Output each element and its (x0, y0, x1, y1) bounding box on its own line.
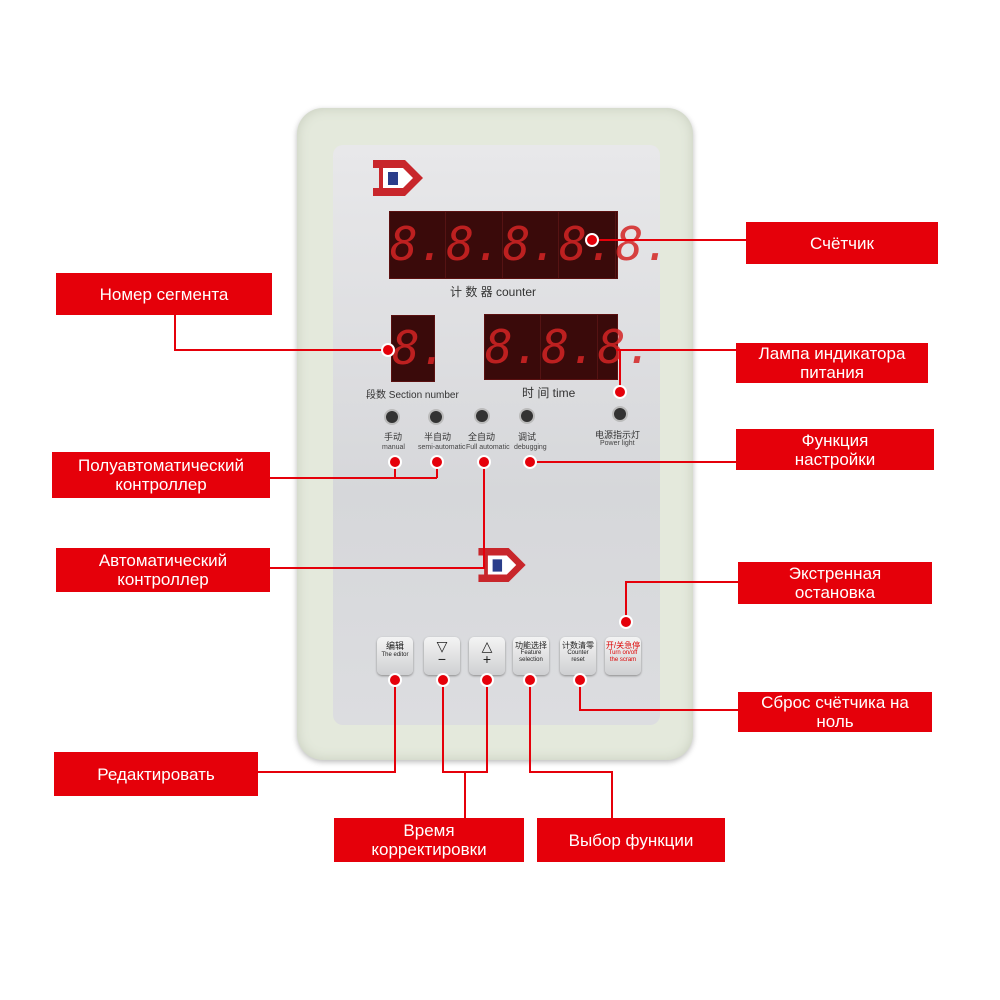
brand-logo-icon (478, 548, 526, 582)
led-sublabel: debugging (514, 444, 547, 451)
counter-display: 8. 8. 8. 8. 8. (389, 211, 671, 279)
button-label: 计数清零 (562, 641, 594, 650)
button-label: 开/关急停 (605, 641, 641, 650)
down-minus-button[interactable]: ▽− (424, 637, 460, 675)
digit: 8. (485, 315, 542, 379)
button-sublabel: − (437, 651, 447, 667)
button-sublabel: The editor (381, 652, 409, 658)
button-sublabel: Turn on/off the scram (608, 650, 638, 663)
button-sublabel: + (482, 651, 492, 667)
button-sublabel: Feature selection (519, 650, 543, 663)
digit: 8. (597, 320, 654, 374)
led-sublabel: Full automatic (466, 444, 510, 451)
led-full-auto (476, 410, 488, 422)
button-label: 功能选择 (515, 641, 547, 650)
digit: 8. (503, 212, 560, 278)
digit: 8. (390, 212, 447, 278)
time-display: 8. 8. 8. (484, 314, 653, 380)
counter-label: 计 数 器 counter (450, 285, 537, 299)
led-label: 电源指示灯 (595, 430, 641, 440)
button-sublabel: Counter reset (567, 650, 589, 663)
digit: 8. (615, 217, 671, 271)
led-sublabel: manual (382, 444, 405, 451)
callout-segment-number: Номер сегмента (56, 273, 272, 315)
led-label: 手动 (384, 432, 403, 442)
callout-edit: Редактировать (54, 752, 258, 796)
button-label: ▽ (436, 638, 448, 654)
led-semi-auto (430, 411, 442, 423)
digit: 8. (392, 321, 448, 375)
up-plus-button[interactable]: △+ (469, 637, 505, 675)
callout-counter: Счётчик (746, 222, 938, 264)
led-label: 半自动 (424, 432, 452, 442)
callout-counter-reset: Сброс счётчика на ноль (738, 692, 932, 732)
callout-auto: Автоматический контроллер (56, 548, 270, 592)
button-label: 编辑 (385, 641, 404, 651)
brand-logo-icon (373, 160, 423, 196)
callout-setup-function: Функция настройки (736, 429, 934, 470)
led-power (614, 408, 626, 420)
callout-function-select: Выбор функции (537, 818, 725, 862)
digit: 8. (446, 212, 503, 278)
led-debug (521, 410, 533, 422)
callout-power-lamp: Лампа индикатора питания (736, 343, 928, 383)
digit: 8. (541, 315, 598, 379)
callout-emergency-stop: Экстренная остановка (738, 562, 932, 604)
section-label: 段数 Section number (366, 390, 459, 401)
led-label: 调试 (518, 432, 537, 442)
led-sublabel: semi-automatic (418, 444, 466, 451)
led-sublabel: Power light (600, 440, 635, 447)
button-label: △ (481, 638, 493, 654)
time-label: 时 间 time (522, 386, 576, 400)
callout-semi-auto: Полуавтоматический контроллер (52, 452, 270, 498)
callout-time-adjust: Время корректировки (334, 818, 524, 862)
led-label: 全自动 (468, 432, 496, 442)
led-manual (386, 411, 398, 423)
section-display: 8. (391, 315, 447, 382)
